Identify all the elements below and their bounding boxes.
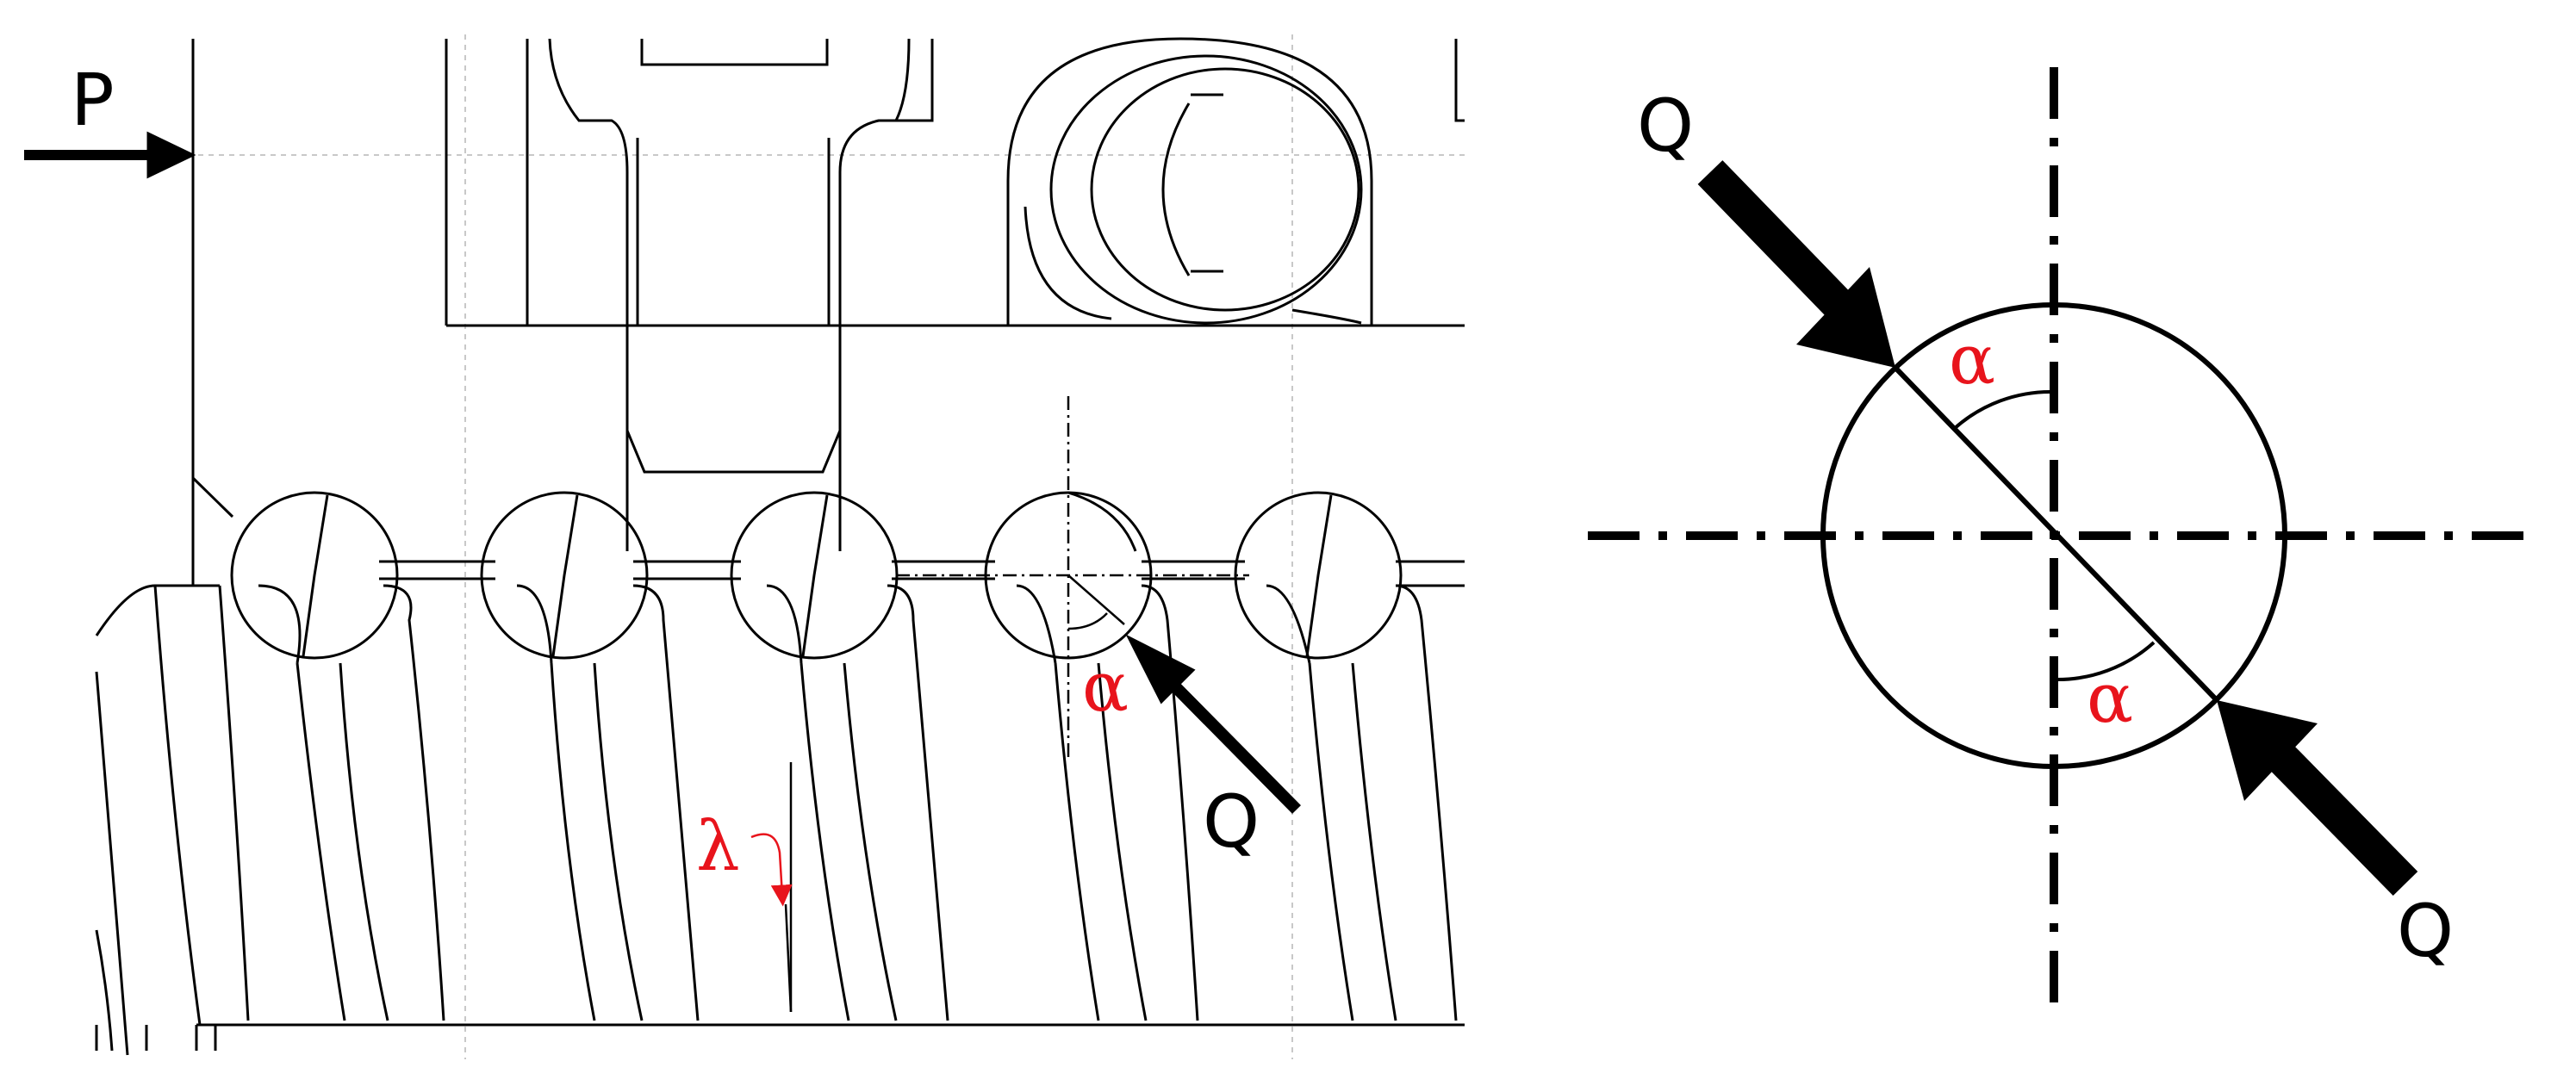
ball-2 [480, 491, 649, 660]
ball-load-label: Q [1203, 779, 1260, 864]
nut-body [191, 37, 1465, 587]
lead-angle-arrow [750, 833, 793, 907]
right-load-label-top: Q [1637, 84, 1694, 168]
axial-load-label: P [71, 58, 115, 142]
right-angle-label-top: α [1949, 320, 1995, 400]
ball-circle [1820, 302, 2287, 769]
right-load-label-bottom: Q [2397, 889, 2454, 973]
contact-line [1893, 365, 2219, 703]
contact-angle-construct [1067, 574, 1125, 630]
left-panel-ball-screw [24, 34, 1465, 1059]
ball-3 [730, 491, 899, 660]
angle-arc-bottom [2053, 641, 2156, 682]
screw-threads [95, 584, 1465, 1056]
construction-gridlines [198, 34, 1465, 1059]
lead-angle-lines [784, 762, 793, 1013]
load-arrow-top [1697, 160, 1895, 368]
nut-groove-line [191, 476, 1465, 587]
center-lines [1588, 67, 2540, 1021]
lead-angle-label: λ [696, 806, 740, 886]
right-angle-label-bottom: α [2087, 658, 2133, 738]
ball-5 [1234, 491, 1403, 660]
contact-angle-label: α [1082, 647, 1129, 727]
ball-1 [230, 491, 399, 660]
load-arrow-bottom [2217, 700, 2418, 897]
ball-load-arrow [1125, 634, 1301, 814]
right-panel-contact-schematic [1588, 67, 2540, 1021]
angle-arc-top [1952, 389, 2055, 431]
axial-load-arrow [24, 131, 196, 179]
loaded-ball-axes [896, 396, 1249, 758]
